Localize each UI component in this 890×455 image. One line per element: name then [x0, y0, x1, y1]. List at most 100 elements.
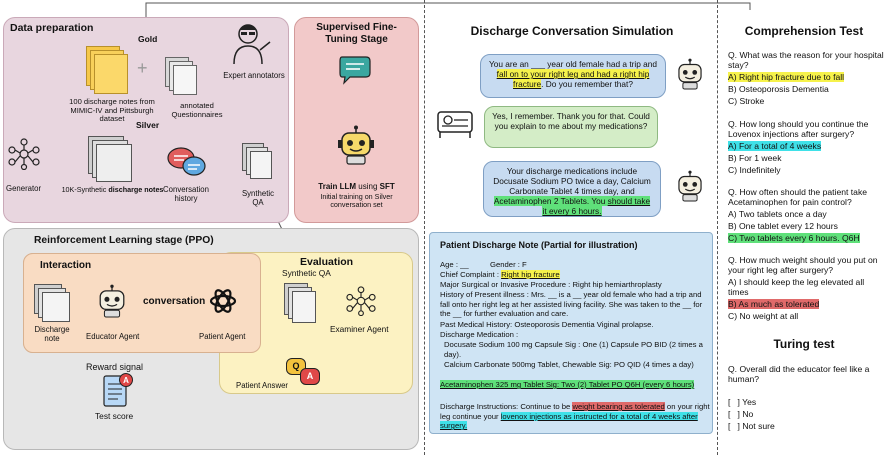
eval-synthetic-qa: Synthetic QA [282, 268, 331, 278]
conversation-bubbles-icon [167, 147, 206, 176]
sim-b1-tail: . Do you remember that? [541, 79, 633, 90]
note-med-2: Calcium Carbonate 500mg Tablet, Chewable… [444, 360, 694, 369]
gold-notes-caption: 100 discharge notes from MIMIC-IV and Pi… [69, 97, 155, 124]
note-complaint-label: Chief Complaint : [440, 270, 502, 279]
note-instr-pre: Discharge Instructions: Continue to be [440, 402, 573, 411]
note-meds-label: Discharge Medication : [440, 330, 519, 339]
turing-title: Turing test [773, 337, 835, 351]
synthetic-notes-count: 10K-Synthetic [61, 185, 107, 194]
reward-caption: Reward signal [86, 362, 144, 372]
turing-option-no[interactable]: [ ] No [728, 409, 754, 419]
robot-icon [338, 125, 374, 165]
cq2-option-a: A) For a total of 4 weeks [728, 141, 822, 151]
educator-caption: Educator Agent [86, 332, 140, 341]
cq1-c: C) Stroke [728, 96, 765, 106]
patient-answer-caption: Patient Answer [236, 381, 289, 390]
cq4-b: B) As much as tolerated [728, 299, 886, 309]
sim-b3-text: Your discharge medications include Docus… [493, 166, 651, 197]
cq1-b: B) Osteoporosis Dementia [728, 84, 829, 94]
conversation-history-caption: Conversation history [163, 185, 209, 203]
cq3-a: A) Two tablets once a day [728, 209, 827, 219]
sim-bubble-educator-1: You are an ___ year old female had a tri… [480, 54, 666, 98]
sim-b1-text: You are an ___ year old female had a tri… [488, 59, 658, 69]
turing-option-not-sure[interactable]: [ ] Not sure [728, 421, 775, 431]
simulation-title: Discharge Conversation Simulation [470, 24, 674, 38]
separator-left [424, 0, 425, 455]
note-med-3-highlight: Acetaminophen 325 mg Tablet Sig: Two (2)… [440, 380, 695, 389]
sim-bubble-educator-2: Your discharge medications include Docus… [483, 161, 661, 217]
cq4-a: A) I should keep the leg elevated all ti… [728, 277, 865, 298]
generator-network-icon [8, 138, 40, 170]
turing-question: Q. Overall did the educator feel like a … [728, 364, 870, 385]
note-med-3: Acetaminophen 325 mg Tablet Sig: Two (2)… [440, 380, 712, 390]
discharge-note-caption: Discharge note [34, 325, 70, 343]
sft-train-bold: SFT [379, 182, 395, 191]
turing-option-yes[interactable]: [ ] Yes [728, 397, 757, 407]
annotated-caption: annotated Questionnaires [171, 101, 223, 119]
sft-train-mid: using [356, 182, 380, 191]
cq1-a: A) Right hip fracture due to fall [728, 72, 886, 82]
educator-robot-icon [99, 284, 125, 318]
rl-title: Reinforcement Learning stage (PPO) [34, 235, 214, 246]
sim-robot-icon-2 [678, 170, 702, 202]
interaction-title-front: Interaction [40, 260, 92, 271]
sim-bubble-patient: Yes, I remember. Thank you for that. Cou… [484, 106, 658, 148]
conversation-label: conversation [143, 296, 206, 307]
cq3-b: B) One tablet every 12 hours [728, 221, 838, 231]
sft-train-pre: Train LLM [318, 182, 357, 191]
gold-label: Gold [138, 34, 158, 44]
cq2: Q. How long should you continue the Love… [728, 119, 869, 140]
qa-bubbles-icon: Q A [286, 358, 326, 388]
a-bubble: A [300, 368, 320, 385]
cq4: Q. How much weight should you put on you… [728, 255, 878, 276]
cq3-option-c: C) Two tablets every 6 hours. Q6H [728, 233, 860, 243]
sft-title: Supervised Fine-Tuning Stage [316, 22, 397, 45]
sim-robot-icon-1 [678, 58, 702, 90]
note-complaint: Chief Complaint : Right hip fracture [440, 270, 712, 280]
sft-train-sub: Initial training on Silver conversation … [320, 192, 393, 210]
synthetic-notes-bold: discharge notes [108, 185, 164, 194]
test-score-icon: A [103, 373, 133, 407]
note-complaint-highlight: Right hip fracture [501, 270, 560, 279]
note-pmh: Past Medical History: Osteoporosis Demen… [440, 320, 654, 329]
plus-icon: + [137, 58, 148, 78]
comprehension-title: Comprehension Test [744, 24, 864, 38]
note-history: History of Present illness : Mrs. __ is … [440, 290, 703, 319]
synthetic-qa-caption: Synthetic QA [241, 189, 275, 207]
separator-right [717, 0, 718, 455]
note-title: Patient Discharge Note (Partial for illu… [440, 240, 638, 250]
patient-bed-icon [437, 111, 473, 138]
synthetic-notes-caption: 10K-Synthetic discharge notes [60, 185, 165, 194]
cq2-a: A) For a total of 4 weeks [728, 141, 886, 151]
cq1: Q. What was the reason for your hospital… [728, 50, 884, 71]
note-procedure: Major Surgical or Invasive Procedure : R… [440, 280, 662, 289]
sft-panel [294, 17, 419, 223]
note-instructions: Discharge Instructions: Continue to be w… [440, 402, 712, 431]
svg-text:A: A [123, 376, 129, 385]
patient-caption: Patient Agent [199, 332, 246, 341]
discharge-note-panel [429, 232, 713, 434]
data-prep-title: Data preparation [10, 22, 94, 34]
sft-train-label: Train LLM using SFT [298, 182, 415, 191]
cq3-c: C) Two tablets every 6 hours. Q6H [728, 233, 886, 243]
silver-label: Silver [136, 120, 160, 130]
data-preparation-panel [3, 17, 289, 223]
sft-chat-icon [339, 56, 371, 85]
note-instr-highlight-1: weight bearing as tolerated [572, 402, 665, 411]
cq2-b: B) For 1 week [728, 153, 782, 163]
patient-llm-icon [209, 289, 237, 313]
note-age: Age : __ Gender : F [440, 260, 527, 269]
cq2-c: C) Indefinitely [728, 165, 781, 175]
cq3: Q. How often should the patient take Ace… [728, 187, 868, 208]
cq4-option-b: B) As much as tolerated [728, 299, 820, 309]
sim-b3-highlight-1: Acetaminophen 2 Tablets. You [493, 196, 608, 207]
note-instr-mid: on your right leg continue your [440, 402, 710, 421]
generator-caption: Generator [6, 184, 42, 193]
cq4-c: C) No weight at all [728, 311, 799, 321]
cq1-option-a: A) Right hip fracture due to fall [728, 72, 845, 82]
examiner-network-icon [346, 286, 376, 316]
expert-annotator-icon [233, 24, 271, 65]
evaluation-title: Evaluation [300, 256, 354, 268]
test-score-caption: Test score [95, 411, 134, 421]
note-med-1: Docusate Sodium 100 mg Capsule Sig : One… [444, 340, 703, 359]
